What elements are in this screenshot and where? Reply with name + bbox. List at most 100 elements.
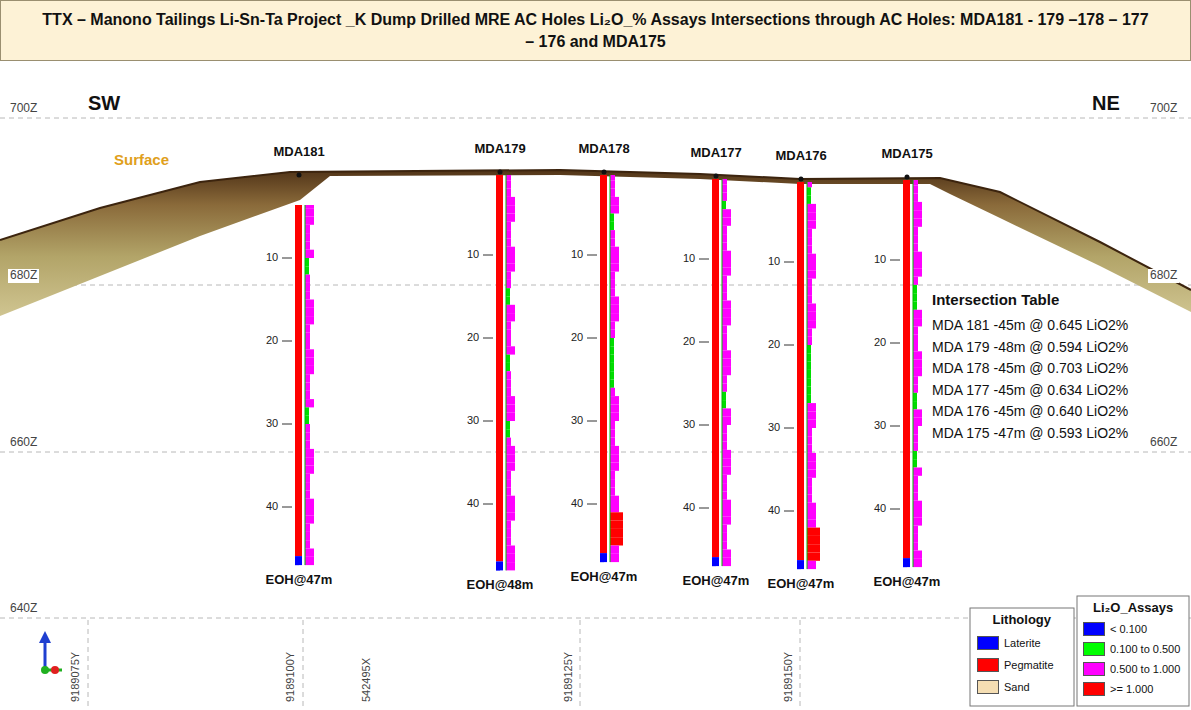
depth-tick xyxy=(483,338,493,339)
direction-label: NE xyxy=(1090,92,1122,115)
hole-id: MDA178 xyxy=(577,142,632,157)
assay-interval xyxy=(610,504,619,512)
assay-interval xyxy=(913,559,922,567)
assay-interval xyxy=(913,418,922,426)
hole-id: MDA176 xyxy=(774,149,829,164)
assay-interval xyxy=(506,421,510,429)
hole-id: MDA175 xyxy=(880,147,935,162)
grid-line xyxy=(303,620,304,710)
assay-interval xyxy=(506,175,511,180)
assay-interval xyxy=(610,429,615,437)
assay-interval xyxy=(506,512,515,520)
legend-box xyxy=(1077,596,1189,706)
assay-interval xyxy=(506,338,511,346)
assay-interval xyxy=(610,413,619,421)
depth-tick xyxy=(483,255,493,256)
assay-interval xyxy=(506,413,515,421)
assay-interval xyxy=(807,470,816,478)
assay-interval xyxy=(722,276,727,284)
assay-interval xyxy=(610,421,615,429)
assay-interval xyxy=(807,187,811,195)
assay-interval xyxy=(305,507,314,515)
assay-interval xyxy=(807,544,820,552)
assay-interval xyxy=(610,546,619,554)
depth-label: 40 xyxy=(264,500,280,513)
assay-interval xyxy=(305,324,310,332)
assay-interval xyxy=(722,516,731,524)
assay-interval xyxy=(506,496,515,504)
legend-swatch xyxy=(1083,682,1105,696)
legend-title: Lithology xyxy=(991,613,1054,628)
assay-interval xyxy=(610,496,619,504)
assay-interval xyxy=(722,491,727,499)
assay-interval xyxy=(610,297,619,305)
assay-interval xyxy=(305,466,314,474)
assay-interval xyxy=(807,445,812,453)
table-heading: Intersection Table xyxy=(930,291,1061,308)
drill-hole xyxy=(784,177,820,570)
depth-tick xyxy=(282,424,292,425)
depth-tick xyxy=(890,343,900,344)
depth-label: 30 xyxy=(569,414,585,427)
assay-interval xyxy=(913,409,922,417)
assay-interval xyxy=(722,458,731,466)
pegmatite-interval xyxy=(496,175,503,561)
depth-label: 30 xyxy=(465,414,481,427)
legend-text: Sand xyxy=(1004,681,1030,693)
legend-text: < 0.100 xyxy=(1110,623,1147,635)
assay-interval xyxy=(712,560,716,566)
assay-interval xyxy=(305,424,310,432)
assay-interval xyxy=(807,453,816,461)
collar-dot xyxy=(602,170,607,175)
depth-label: 20 xyxy=(766,338,782,351)
assay-interval xyxy=(722,408,731,416)
depth-tick xyxy=(784,428,794,429)
assay-interval xyxy=(913,343,918,351)
legend-text: 0.500 to 1.000 xyxy=(1110,663,1180,675)
coordinate-label: 9189100Y xyxy=(284,650,297,704)
assay-interval xyxy=(610,371,614,379)
hole-id: MDA181 xyxy=(272,145,327,160)
depth-label: 40 xyxy=(766,504,782,517)
assay-interval xyxy=(807,337,812,345)
assay-interval xyxy=(722,467,731,475)
assay-interval xyxy=(610,471,615,479)
collar-dot xyxy=(498,170,503,175)
legend-entry: >= 1.000 xyxy=(1083,682,1153,696)
depth-label: 20 xyxy=(264,334,280,347)
title-banner: TTX – Manono Tailings Li-Sn-Ta Project _… xyxy=(0,0,1191,61)
assay-interval xyxy=(807,528,820,536)
legend-entry: 0.100 to 0.500 xyxy=(1083,642,1180,656)
elevation-label: 640Z xyxy=(8,602,39,616)
grid-line xyxy=(580,620,581,710)
assay-interval xyxy=(913,285,917,293)
depth-label: 30 xyxy=(681,418,697,431)
assay-interval xyxy=(722,201,726,209)
assay-interval xyxy=(506,321,511,329)
assay-interval xyxy=(610,363,614,371)
table-row: MDA 175 -47m @ 0.593 LiO2% xyxy=(930,425,1130,441)
assay-interval xyxy=(722,525,727,533)
depth-label: 10 xyxy=(465,248,481,261)
assay-interval xyxy=(913,476,918,484)
assay-interval xyxy=(913,459,917,467)
assay-trace xyxy=(305,205,306,565)
assay-interval xyxy=(506,521,511,529)
assay-interval xyxy=(722,193,727,201)
assay-trace xyxy=(506,175,507,570)
assay-interval xyxy=(807,254,816,262)
assay-interval xyxy=(913,434,918,442)
assay-interval xyxy=(305,250,314,258)
coordinate-label: 9189125Y xyxy=(562,650,575,704)
legend-text: Laterite xyxy=(1004,637,1041,649)
assay-interval xyxy=(903,561,907,567)
assay-interval xyxy=(305,540,310,548)
depth-tick xyxy=(282,341,292,342)
elevation-label: 660Z xyxy=(1148,436,1179,450)
assay-interval xyxy=(305,474,310,482)
assay-interval xyxy=(807,345,811,353)
assay-interval xyxy=(807,370,811,378)
grid-line xyxy=(800,620,801,710)
assay-interval xyxy=(305,349,314,357)
